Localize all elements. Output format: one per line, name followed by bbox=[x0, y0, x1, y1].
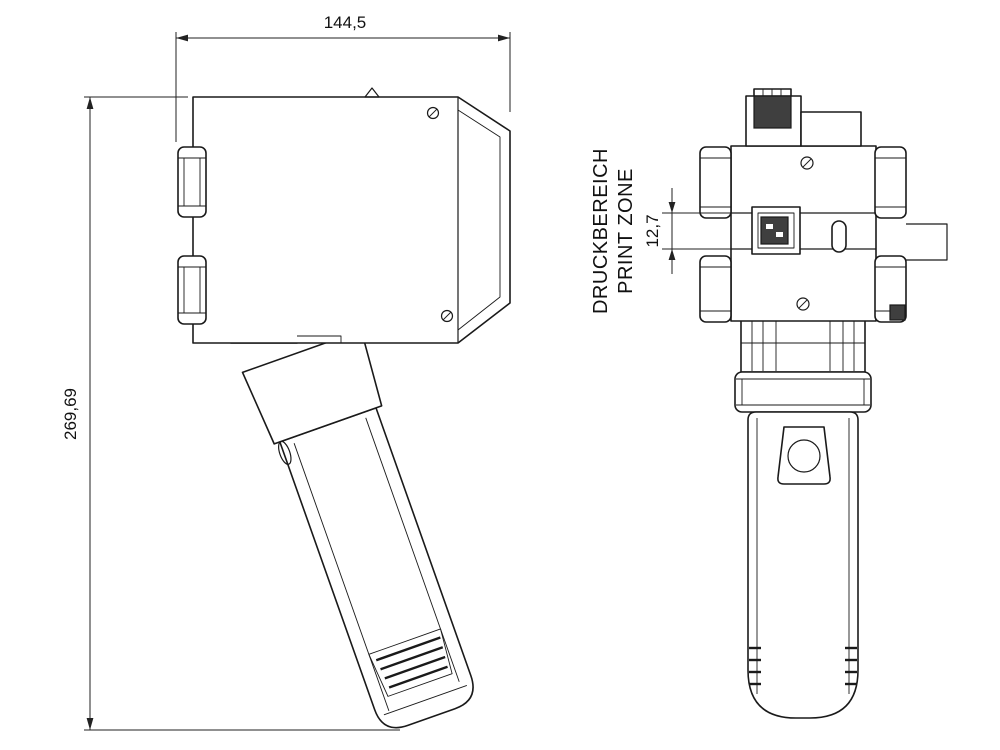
print-zone-label-en: PRINT ZONE bbox=[615, 168, 637, 294]
screw-front-top bbox=[800, 156, 814, 170]
dimension-print-zone: 12,7 bbox=[643, 188, 731, 274]
print-head bbox=[751, 206, 801, 255]
connector-assembly bbox=[745, 88, 862, 147]
top-notch bbox=[364, 87, 380, 98]
device-body-front bbox=[730, 145, 877, 322]
handle-front bbox=[747, 411, 859, 719]
grip-lines-side bbox=[368, 628, 453, 697]
screw-top bbox=[426, 106, 440, 120]
connector-block bbox=[753, 95, 792, 129]
side-view bbox=[177, 87, 511, 729]
sensor-slot bbox=[831, 220, 847, 253]
handle-side bbox=[241, 329, 474, 729]
print-head-nozzle-plate bbox=[760, 216, 789, 245]
roller-front-left-top bbox=[699, 146, 732, 219]
grip-ticks-front bbox=[749, 646, 857, 686]
print-zone-label-de: DRUCKBEREICH bbox=[590, 148, 612, 314]
collar-front bbox=[734, 371, 872, 413]
handle-collar-side bbox=[241, 329, 383, 445]
print-zone-annotation: DRUCKBEREICH PRINT ZONE bbox=[590, 148, 637, 314]
connector-cap bbox=[753, 88, 792, 97]
side-button bbox=[278, 440, 292, 465]
dimension-height: 269,69 bbox=[61, 96, 400, 731]
neck-front bbox=[740, 314, 866, 373]
handle-face-lines bbox=[293, 417, 460, 712]
screw-front-bottom bbox=[796, 297, 810, 311]
print-zone-dimension-label: 12,7 bbox=[643, 214, 662, 247]
roller-side-bottom bbox=[177, 255, 207, 325]
device-body-side bbox=[192, 87, 511, 344]
body-outline-side bbox=[192, 96, 511, 344]
roller-front-right-top bbox=[874, 146, 907, 219]
handle-outline-front bbox=[747, 411, 859, 719]
width-dimension-label: 144,5 bbox=[324, 13, 367, 32]
trigger-button bbox=[777, 426, 831, 485]
handle-bottom-cap-line bbox=[383, 684, 468, 716]
front-view bbox=[699, 88, 948, 719]
handle-body-side bbox=[279, 407, 474, 729]
roller-front-left-bottom bbox=[699, 255, 732, 323]
screw-bottom bbox=[440, 309, 454, 323]
dimension-width: 144,5 bbox=[175, 13, 511, 142]
side-module bbox=[800, 111, 862, 147]
roller-side-top bbox=[177, 146, 207, 218]
bracket-clip bbox=[889, 304, 906, 321]
side-bracket-front bbox=[889, 223, 948, 321]
height-dimension-label: 269,69 bbox=[61, 388, 80, 440]
